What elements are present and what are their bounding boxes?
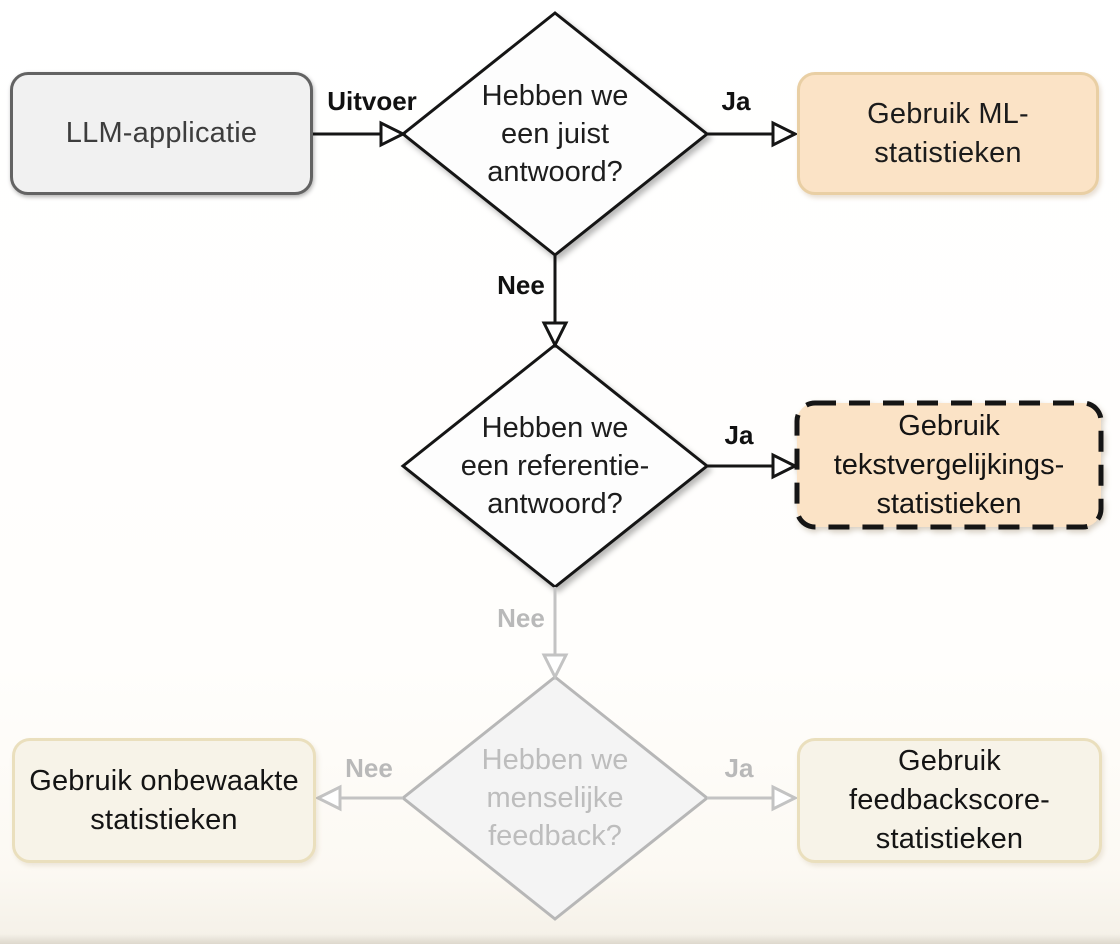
node-label-line: statistieken: [874, 136, 1022, 169]
node-label-line: Gebruik: [898, 409, 1000, 442]
edge-ja2-arrowhead: [771, 452, 799, 480]
edge-nee2-arrowhead-faded: [541, 653, 569, 681]
edge-label-uitvoer: Uitvoer: [327, 86, 417, 116]
edge-uitvoer-arrowhead: [379, 120, 407, 148]
node-label-line: Gebruik ML-: [867, 97, 1029, 130]
node-label-line: Gebruik: [898, 745, 1001, 777]
edge-label-ja-1: Ja: [721, 86, 751, 116]
edge-label-nee-3: Nee: [345, 753, 393, 783]
edge-ja3-arrowhead-faded: [771, 784, 799, 812]
decision-diamond-reference-answer: [400, 343, 710, 589]
node-label-line: statistieken: [90, 803, 238, 836]
node-label-line: statistieken: [876, 487, 1022, 520]
node-label-line: statistieken: [875, 823, 1024, 855]
edge-nee3-arrowhead-faded: [314, 784, 342, 812]
node-text-compare-stats-shape: [794, 400, 1104, 530]
edge-nee1-arrowhead: [541, 321, 569, 349]
node-tekstvergelijkings-statistieken-label: Gebruik tekstvergelijkings- statistieken: [800, 406, 1098, 524]
decision-diamond-human-feedback-faded: [400, 675, 710, 921]
node-label-line: feedbackscore-: [848, 784, 1051, 816]
node-onbewaakte-statistieken: Gebruik onbewaakte statistieken: [12, 738, 316, 863]
edge-label-nee-2: Nee: [497, 603, 545, 633]
decision-diamond-correct-answer: [400, 11, 710, 257]
bottom-edge-shading: [0, 934, 1120, 944]
edge-ja1-arrowhead: [771, 120, 799, 148]
edge-label-nee-1: Nee: [497, 270, 545, 300]
node-ml-statistieken: Gebruik ML- statistieken: [797, 72, 1099, 195]
edge-label-ja-2: Ja: [724, 420, 754, 450]
node-feedbackscore-statistieken: Gebruik feedbackscore- statistieken: [797, 738, 1102, 863]
node-label-line: tekstvergelijkings-: [833, 448, 1065, 481]
node-llm-applicatie: LLM-applicatie: [10, 72, 313, 195]
node-label-line: Gebruik onbewaakte: [29, 764, 299, 797]
edge-label-ja-3: Ja: [724, 753, 754, 783]
node-label-line: LLM-applicatie: [65, 117, 258, 149]
